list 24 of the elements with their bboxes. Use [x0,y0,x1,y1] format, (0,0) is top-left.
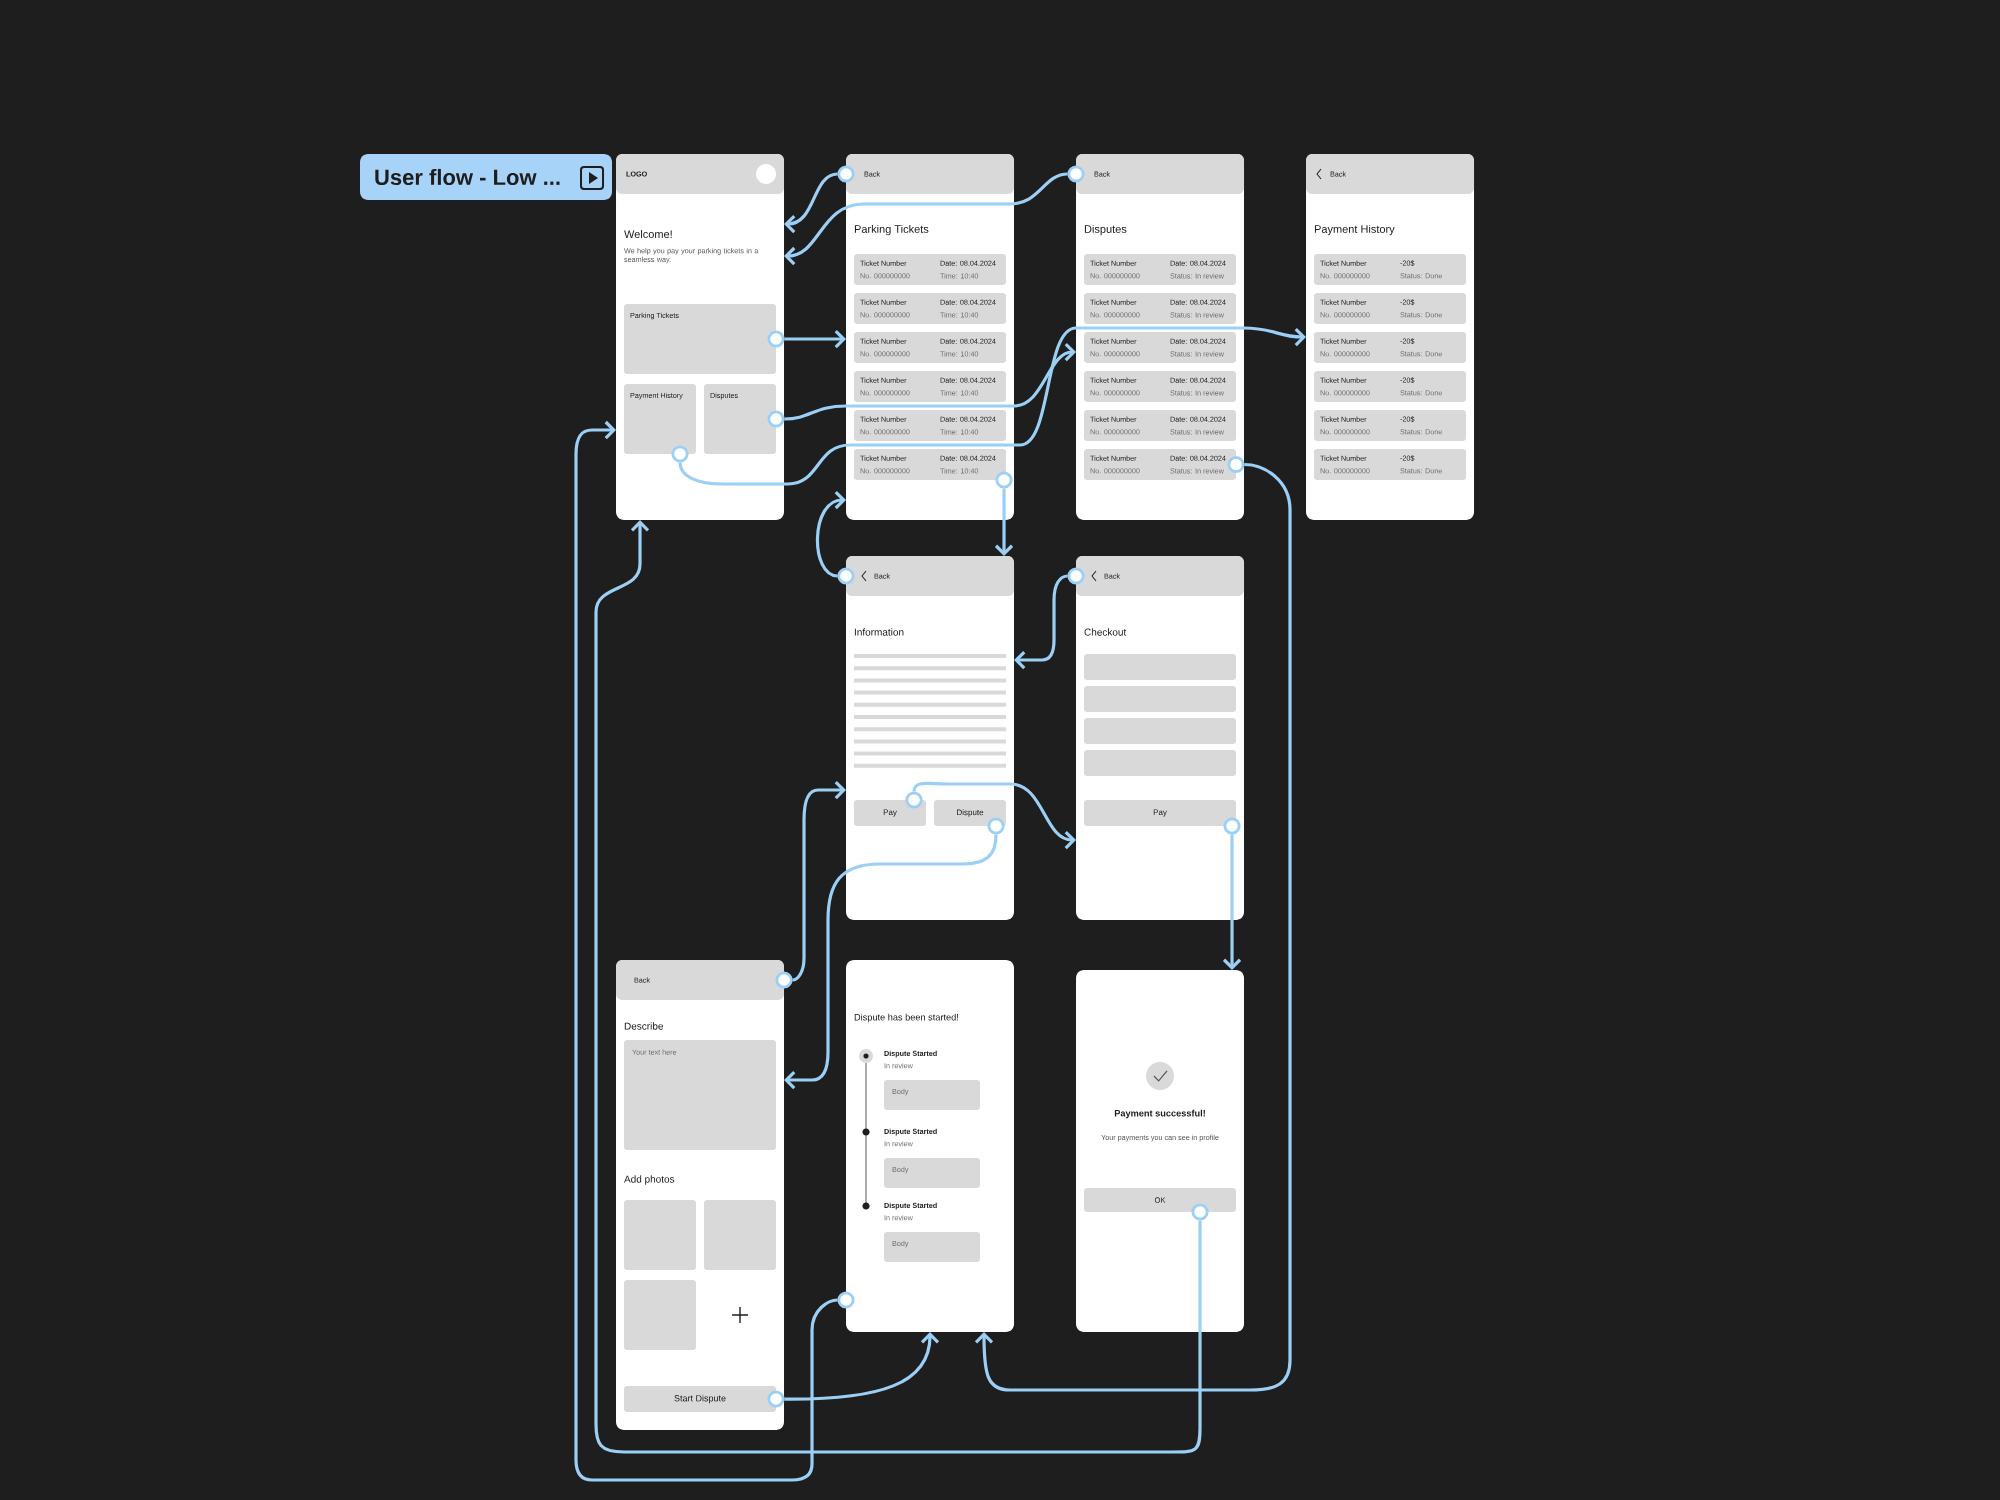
connector-arrow [994,488,1014,556]
connector-arrow [574,420,839,1482]
connector-arrow [678,326,1307,486]
connector-arrow [815,490,846,578]
connector-arrow [594,520,1202,1454]
input-field [1084,686,1236,712]
flow-label: User flow - Low ... [360,154,612,200]
photo-placeholder [624,1200,696,1270]
photo-placeholder [624,1280,696,1350]
connector-arrow [912,781,1077,850]
connector-arrow [784,172,838,234]
connector-arrow [974,462,1292,1392]
photo-placeholder [704,1200,776,1270]
connector-arrow [784,342,1077,421]
input-field [1084,654,1236,680]
connector-arrow [784,1332,940,1401]
connector-arrow [1222,834,1242,970]
input-field [1084,718,1236,744]
input-field [1084,750,1236,776]
connector-arrow [784,172,1068,266]
connector-arrow [792,780,846,982]
connector-arrow [1014,574,1068,670]
connector-arrow [784,329,846,349]
connector-arrow [784,834,998,1090]
